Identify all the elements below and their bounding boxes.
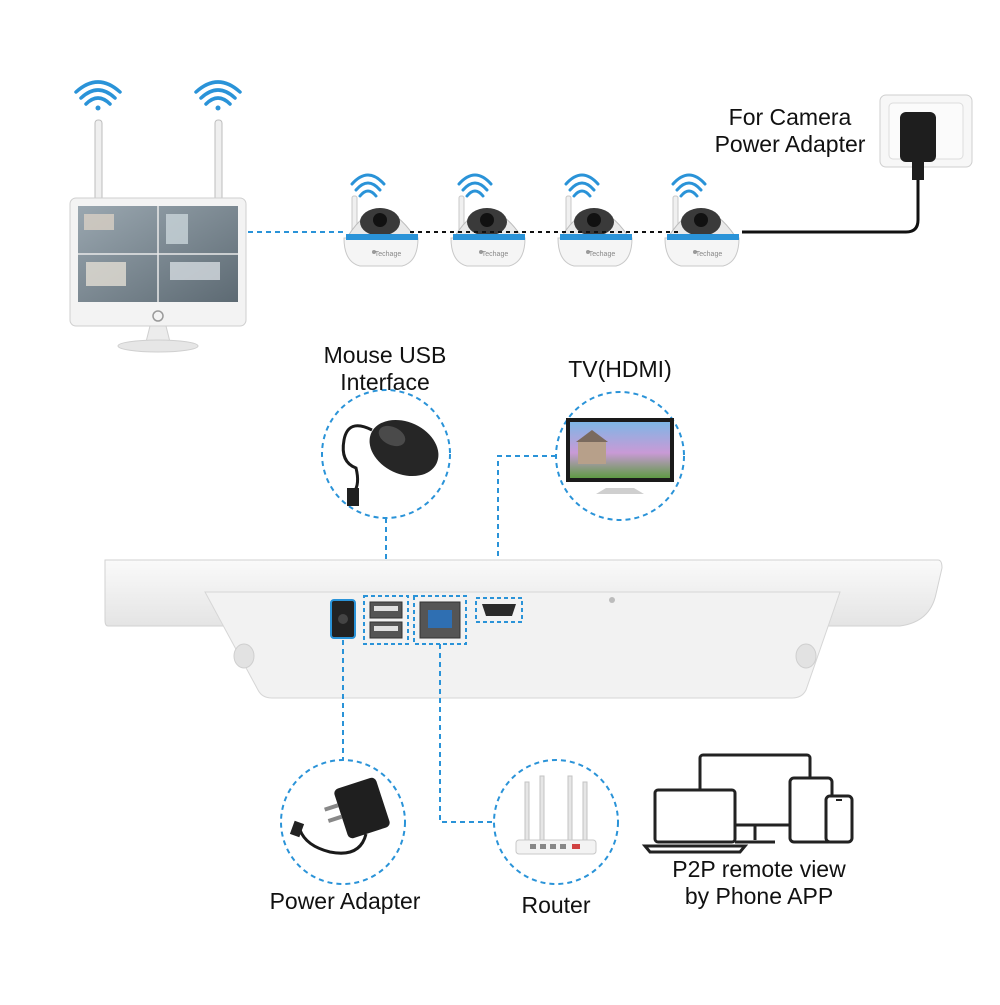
power-button-icon xyxy=(152,310,164,322)
usb-ports xyxy=(363,595,409,645)
connector-line xyxy=(497,455,556,598)
router-icon xyxy=(515,775,597,855)
nvr-rear-panel xyxy=(104,559,943,699)
power-adapter-icon xyxy=(289,777,390,855)
tv-hdmi-label: TV(HDMI) xyxy=(568,356,672,382)
camera-brand-label: Techage xyxy=(589,251,616,258)
router-label: Router xyxy=(521,892,591,918)
tv-icon xyxy=(566,418,674,494)
wifi-icon xyxy=(194,80,242,111)
camera-group: Techage Techage Techage Techage xyxy=(343,173,740,267)
power-cable xyxy=(742,178,920,234)
antenna-left xyxy=(94,119,103,206)
dome-camera-2: Techage xyxy=(450,173,526,267)
mouse-icon xyxy=(341,419,439,506)
dome-camera-4: Techage xyxy=(664,173,740,267)
camera-brand-label: Techage xyxy=(482,251,509,258)
dome-camera-1: Techage xyxy=(343,173,419,267)
phone-icon xyxy=(824,794,854,844)
dome-camera-3: Techage xyxy=(557,173,633,267)
lan-port xyxy=(413,595,467,645)
hdmi-port xyxy=(475,597,523,623)
p2p-label: P2P remote view by Phone APP xyxy=(672,856,846,909)
router-callout-circle xyxy=(493,759,619,885)
wifi-icon xyxy=(350,173,386,198)
wifi-icon xyxy=(671,173,707,198)
mouse-usb-label: Mouse USB Interface xyxy=(323,342,447,395)
wifi-icon xyxy=(457,173,493,198)
camera-power-adapter xyxy=(879,94,973,180)
power-adapter-label: Power Adapter xyxy=(269,888,421,914)
laptop-icon xyxy=(641,788,749,854)
wifi-icon xyxy=(564,173,600,198)
antenna-right xyxy=(214,119,223,206)
camera-brand-label: Techage xyxy=(375,251,402,258)
wifi-icon xyxy=(74,80,122,111)
camera-power-adapter-label: For Camera Power Adapter xyxy=(714,104,866,157)
remote-devices xyxy=(641,753,854,854)
camera-brand-label: Techage xyxy=(696,251,723,258)
nvr-monitor xyxy=(69,80,247,353)
plug-icon xyxy=(900,112,936,162)
